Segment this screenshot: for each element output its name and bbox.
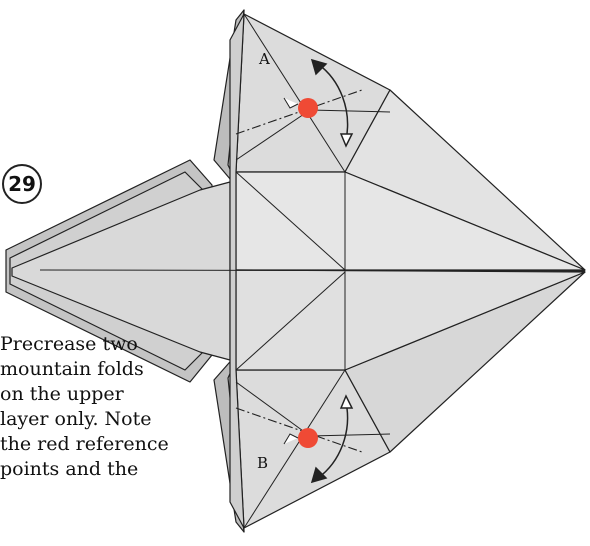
reference-point-a xyxy=(298,98,318,118)
mountain-folds xyxy=(235,89,363,453)
step-number-badge: 29 xyxy=(2,164,42,204)
label-b: B xyxy=(257,454,268,472)
instruction-line: the red reference xyxy=(0,433,169,455)
instruction-line: Precrease two xyxy=(0,333,138,355)
instruction-line: on the upper xyxy=(0,383,124,405)
bottom-inner-crease-3 xyxy=(309,433,391,437)
top-inner-crease-2 xyxy=(235,109,311,161)
top-inner-crease-3 xyxy=(309,109,391,113)
right-angle-icon xyxy=(283,433,299,445)
back-flaps xyxy=(5,9,245,533)
curved-arrow-icon xyxy=(317,63,349,141)
instruction-line: mountain folds xyxy=(0,358,144,380)
arrowhead-icon xyxy=(310,58,328,76)
instruction-text: Precrease two mountain folds on the uppe… xyxy=(0,332,220,482)
instruction-line: layer only. Note xyxy=(0,408,152,430)
center-horizontal-crease xyxy=(39,269,586,272)
mountain-fold-line xyxy=(235,89,363,135)
reference-point-b xyxy=(298,428,318,448)
mountain-fold-line xyxy=(235,407,363,453)
arrowhead-hollow-icon xyxy=(339,394,354,409)
right-angle-icon xyxy=(283,97,299,109)
fold-arrows xyxy=(310,58,354,484)
label-a: A xyxy=(258,50,270,68)
top-inner-crease-1 xyxy=(243,13,346,173)
bottom-inner-crease-1 xyxy=(243,369,346,529)
lower-diagonal-crease xyxy=(235,271,346,371)
crease-lines xyxy=(39,13,586,529)
upper-diagonal-crease xyxy=(235,171,346,271)
arrowhead-icon xyxy=(310,466,328,484)
instruction-line: points and the xyxy=(0,458,139,480)
curved-arrow-icon xyxy=(317,401,349,479)
right-angle-markers xyxy=(283,97,299,445)
arrowhead-hollow-icon xyxy=(339,133,354,148)
bottom-inner-crease-2 xyxy=(235,381,311,437)
